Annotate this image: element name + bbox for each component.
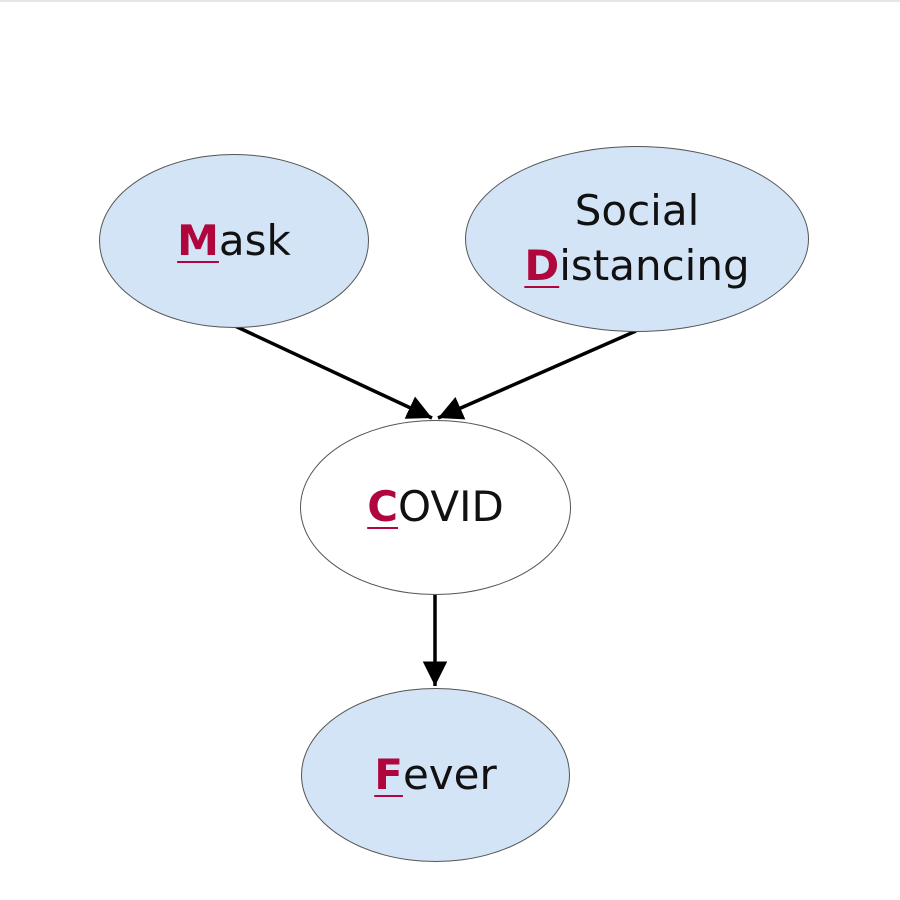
node-fever-label: Fever	[374, 748, 497, 803]
node-social-distancing-initial: D	[524, 241, 560, 290]
node-covid-initial: C	[367, 482, 399, 532]
node-mask-initial: M	[177, 215, 219, 265]
node-social-distancing-line1: Social	[574, 186, 700, 236]
node-social-distancing-rest: istancing	[559, 241, 750, 290]
node-covid-rest: OVID	[398, 482, 504, 532]
node-covid-label: COVID	[367, 480, 504, 535]
node-fever-rest: ever	[402, 749, 497, 799]
node-mask-rest: ask	[218, 215, 291, 265]
node-social-distancing[interactable]: Social Distancing	[465, 146, 809, 332]
top-border	[0, 0, 900, 2]
node-covid[interactable]: COVID	[300, 420, 571, 595]
node-fever-initial: F	[374, 749, 403, 799]
edge-mask-to-covid	[234, 324, 433, 420]
node-mask[interactable]: Mask	[99, 154, 369, 328]
node-fever[interactable]: Fever	[301, 688, 570, 862]
node-mask-label: Mask	[177, 214, 291, 269]
edge-social-distancing-to-covid	[437, 329, 637, 420]
node-social-distancing-line2: Distancing	[524, 239, 749, 294]
